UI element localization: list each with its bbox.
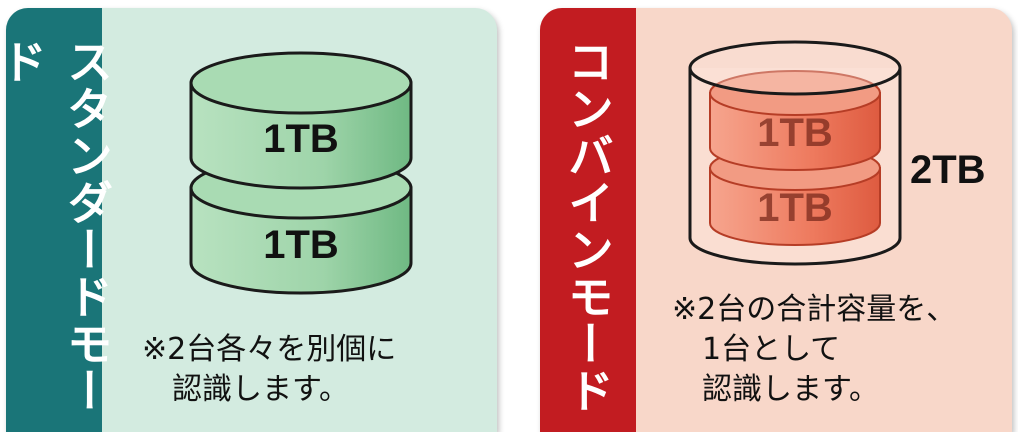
standard-mode-note: ※2台各々を別個に 認識します。 [142,330,396,410]
combine-mode-title-band: コンバインモード [540,8,636,432]
combine-note-line3: 認識します。 [702,372,879,407]
combine-disk-bottom-label: 1TB [757,186,833,230]
combine-outer-cylinder-top [688,40,902,96]
standard-note-line1: ※2台各々を別個に [142,332,397,367]
standard-disk-stack: 1TB 1TB [189,51,413,295]
combine-mode-title: コンバインモード [561,38,615,414]
standard-disk-bottom-label: 1TB [263,223,339,267]
combine-note-line2: 1台として [702,332,841,367]
standard-disk-top [189,51,413,190]
combine-total-capacity: 2TB [910,148,986,192]
combine-disk-top [709,70,881,171]
standard-mode-title-band: スタンダードモード [6,8,114,432]
standard-mode-title: スタンダードモード [6,38,114,414]
combine-mode-panel: コンバインモード 1TB 1TB 2TB ※2台の合計容量を [540,8,1012,432]
combine-mode-note: ※2台の合計容量を、 1台として 認識します。 [672,290,956,410]
combine-disk-stack: 1TB 1TB [688,40,902,266]
combine-note-line1: ※2台の合計容量を、 [672,292,957,327]
standard-disk-top-label: 1TB [263,117,339,161]
combine-disk-top-label: 1TB [757,111,833,155]
standard-mode-panel: スタンダードモード 1TB 1TB ※2台各々を別個に 認識します。 [6,8,497,432]
standard-note-line2: 認識します。 [172,372,349,407]
